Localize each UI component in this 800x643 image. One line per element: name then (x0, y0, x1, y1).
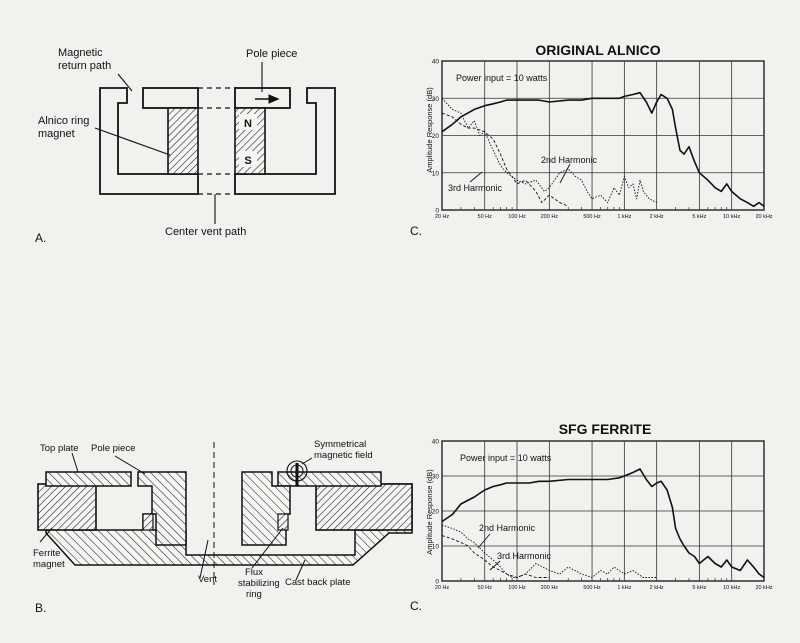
series-line-3rd-harmonic (441, 112, 569, 207)
symmetrical-label-2: magnetic field (314, 450, 373, 461)
pole-piece-label-a: Pole piece (246, 48, 297, 60)
flux-label-3: ring (246, 589, 262, 600)
magnetic-return-path-label-2: return path (58, 60, 111, 72)
panel-label-a: A. (35, 231, 46, 245)
top-plate-label: Top plate (40, 443, 79, 454)
figure-b: Top plate Pole piece Symmetrical magneti… (33, 439, 413, 615)
third-harmonic-label: 3rd Harmonic (497, 551, 552, 561)
second-harmonic-leader (559, 163, 571, 184)
x-tick-label: 10 kHz (723, 214, 740, 220)
top-plate-right (277, 471, 382, 487)
flux-label-2: stabilizing (238, 578, 280, 589)
ferrite-magnet-right (315, 483, 413, 531)
x-tick-label: 20 kHz (755, 585, 772, 591)
south-pole-label: S (244, 155, 251, 167)
figure-a: N S Magnetic return path Pole piece Alni… (35, 47, 336, 245)
top-plate-left (45, 471, 132, 487)
y-tick-label: 20 (432, 133, 440, 140)
x-tick-label: 20 Hz (435, 585, 450, 591)
flux-label-1: Flux (245, 567, 263, 578)
ferrite-magnet-left (37, 483, 97, 531)
x-tick-label: 10 kHz (723, 585, 740, 591)
second-harmonic-label: 2nd Harmonic (541, 155, 598, 165)
series-line-fundamental (441, 91, 765, 208)
third-harmonic-label: 3rd Harmonic (448, 183, 503, 193)
alnico-ring-label-1: Alnico ring (38, 115, 89, 127)
y-tick-label: 10 (432, 544, 440, 551)
x-tick-label: 100 Hz (508, 214, 526, 220)
chart-title: SFG FERRITE (559, 421, 652, 437)
x-tick-label: 500 Hz (583, 585, 601, 591)
flux-ring-left (142, 513, 154, 531)
x-tick-label: 2 kHz (650, 585, 664, 591)
series-line-2nd-harmonic (441, 97, 657, 204)
alnico-magnet-structure (99, 87, 336, 195)
symmetrical-label-1: Symmetrical (314, 439, 366, 450)
panel-label-c-2: C. (410, 599, 422, 613)
cast-back-plate-label: Cast back plate (285, 577, 350, 588)
chart-sfg-ferrite: SFG FERRITE Power input = 10 watts Ampli… (410, 421, 773, 613)
ferrite-label-1: Ferrite (33, 548, 60, 559)
center-vent-path-label: Center vent path (165, 226, 246, 238)
y-tick-label: 40 (432, 59, 440, 66)
y-tick-label: 0 (435, 208, 439, 215)
chart-title: ORIGINAL ALNICO (535, 42, 660, 58)
third-harmonic-leader (469, 171, 483, 183)
north-pole-label: N (244, 118, 252, 130)
y-tick-label: 0 (435, 579, 439, 586)
x-tick-label: 1 kHz (617, 585, 631, 591)
vent-label: Vent (198, 574, 217, 585)
alnico-magnet-left (167, 107, 199, 175)
series-line-3rd-harmonic (441, 535, 550, 578)
x-tick-label: 50 Hz (478, 585, 493, 591)
pole-piece-label-b: Pole piece (91, 443, 135, 454)
magnetic-return-path-label-1: Magnetic (58, 47, 103, 59)
panel-label-c-1: C. (410, 224, 422, 238)
chart-annotation: Power input = 10 watts (456, 73, 548, 83)
x-tick-label: 500 Hz (583, 214, 601, 220)
x-tick-label: 20 kHz (755, 214, 772, 220)
y-tick-label: 40 (432, 439, 440, 446)
pole-piece-left (137, 471, 187, 546)
third-harmonic-leader (489, 560, 501, 571)
panel-label-b: B. (35, 601, 46, 615)
second-harmonic-label: 2nd Harmonic (479, 523, 536, 533)
y-tick-label: 30 (432, 96, 440, 103)
x-tick-label: 200 Hz (541, 585, 559, 591)
y-axis-label: Amplitude Response (dB) (425, 87, 434, 173)
chart-original-alnico: ORIGINAL ALNICO Power input = 10 watts A… (410, 42, 773, 238)
y-axis-label: Amplitude Response (dB) (425, 469, 434, 555)
x-tick-label: 5 kHz (692, 214, 706, 220)
x-tick-label: 200 Hz (541, 214, 559, 220)
series-line-fundamental (441, 468, 765, 579)
x-tick-label: 1 kHz (617, 214, 631, 220)
x-tick-label: 50 Hz (478, 214, 493, 220)
alnico-ring-label-2: magnet (38, 128, 75, 140)
x-tick-label: 2 kHz (650, 214, 664, 220)
series-line-2nd-harmonic (441, 524, 657, 578)
y-tick-label: 10 (432, 170, 440, 177)
chart-annotation: Power input = 10 watts (460, 453, 552, 463)
ferrite-label-2: magnet (33, 559, 65, 570)
x-tick-label: 100 Hz (508, 585, 526, 591)
field-symbol (286, 460, 308, 486)
x-tick-label: 5 kHz (692, 585, 706, 591)
y-tick-label: 30 (432, 474, 440, 481)
flux-ring-right (277, 513, 289, 531)
x-tick-label: 20 Hz (435, 214, 450, 220)
y-tick-label: 20 (432, 509, 440, 516)
